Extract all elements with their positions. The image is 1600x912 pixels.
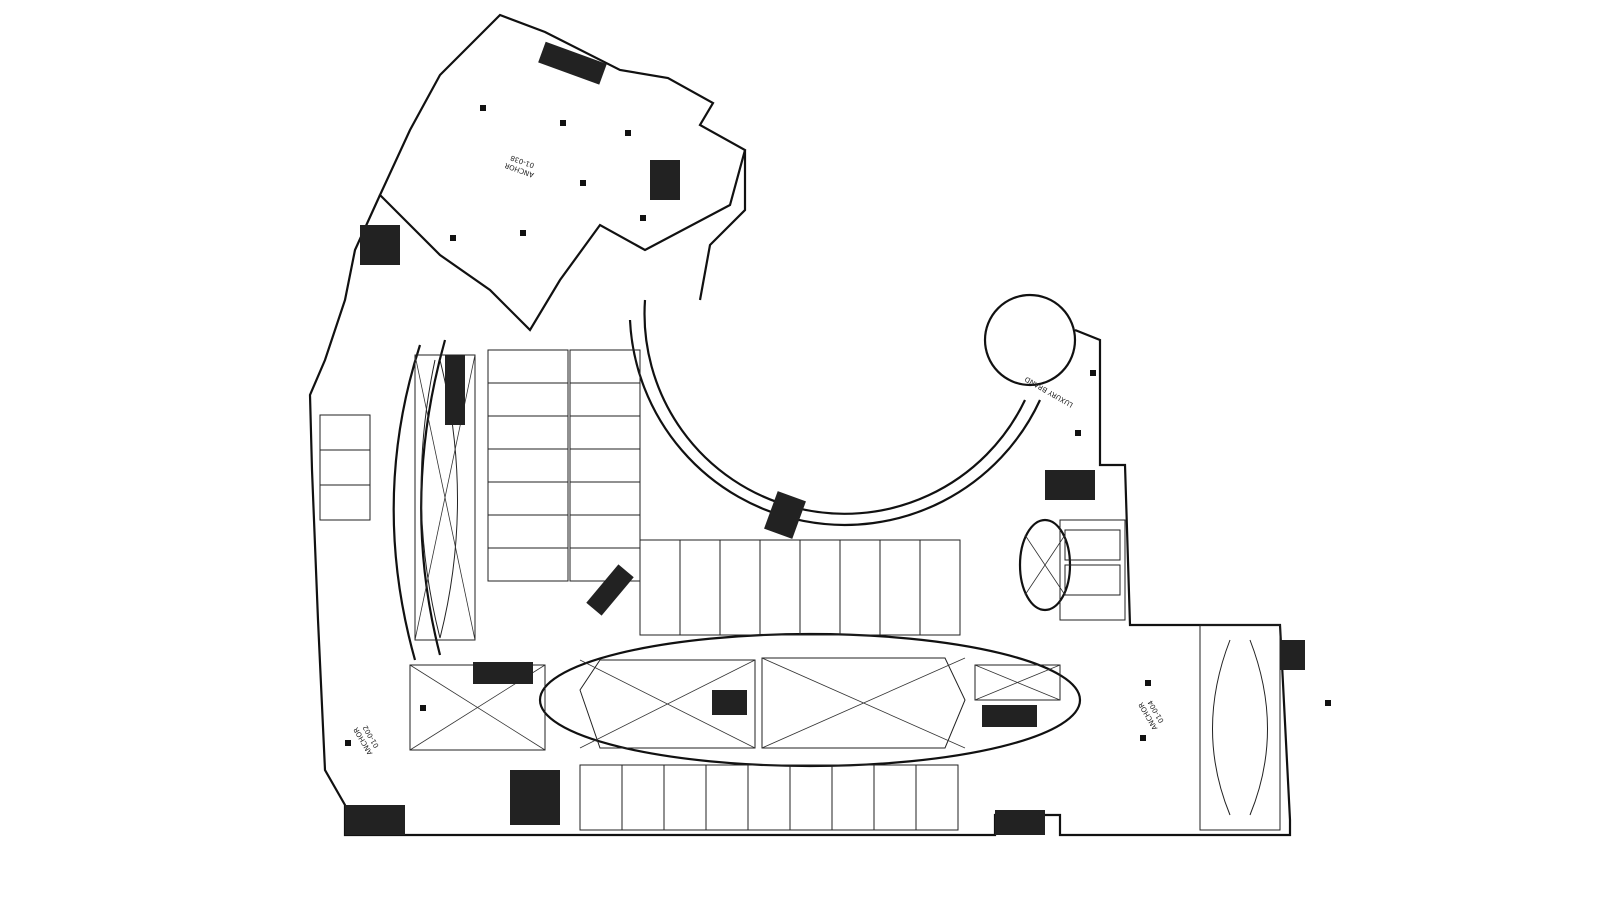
shop-unit <box>621 764 665 831</box>
shop-unit <box>719 539 761 636</box>
label-anchor-west: ANCHOR01-002 <box>352 721 382 756</box>
column <box>345 740 351 746</box>
column <box>1140 735 1146 741</box>
shop-unit <box>639 539 681 636</box>
shop-unit <box>705 764 749 831</box>
column <box>480 105 486 111</box>
shop-unit <box>319 414 371 451</box>
shop-unit <box>879 539 921 636</box>
west-corridor <box>392 344 422 661</box>
shop-unit <box>487 514 569 549</box>
column <box>1090 370 1096 376</box>
shop-unit <box>487 547 569 582</box>
column <box>1145 680 1151 686</box>
shop-unit <box>873 764 917 831</box>
shop-unit <box>1059 519 1126 621</box>
shop-unit <box>759 539 801 636</box>
shop-unit <box>789 764 833 831</box>
shop-unit <box>569 481 641 516</box>
shop-unit <box>915 764 959 831</box>
column <box>520 230 526 236</box>
column <box>1075 430 1081 436</box>
stairs-and-lifts <box>345 41 1305 835</box>
column <box>580 180 586 186</box>
luxury-rotunda <box>983 293 1077 387</box>
shop-unit <box>487 448 569 483</box>
shop-unit <box>487 382 569 417</box>
shop-unit <box>579 764 623 831</box>
column <box>450 235 456 241</box>
ring-corridor <box>643 299 1026 515</box>
shop-unit <box>679 539 721 636</box>
column <box>1325 700 1331 706</box>
shop-unit <box>569 448 641 483</box>
shop-unit <box>487 481 569 516</box>
shop-unit <box>569 382 641 417</box>
label-anchor-east: ANCHOR01-004 <box>1137 696 1167 731</box>
shop-unit <box>569 349 641 384</box>
shop-unit <box>487 415 569 450</box>
shop-units <box>319 349 1126 831</box>
shop-unit <box>919 539 961 636</box>
shop-unit <box>831 764 875 831</box>
shop-unit <box>569 415 641 450</box>
shop-unit <box>487 349 569 384</box>
central-atrium <box>538 632 1082 768</box>
label-anchor-north: ANCHOR01-038 <box>503 152 538 178</box>
shop-unit <box>319 484 371 521</box>
column <box>560 120 566 126</box>
column <box>420 705 426 711</box>
shop-unit <box>319 449 371 486</box>
shop-unit <box>663 764 707 831</box>
column <box>640 215 646 221</box>
shop-unit <box>747 764 791 831</box>
shop-unit <box>1064 529 1121 561</box>
shop-unit <box>799 539 841 636</box>
shop-unit <box>1064 564 1121 596</box>
structural-columns <box>345 105 1331 746</box>
shop-unit <box>839 539 881 636</box>
shop-unit <box>569 514 641 549</box>
column <box>625 130 631 136</box>
